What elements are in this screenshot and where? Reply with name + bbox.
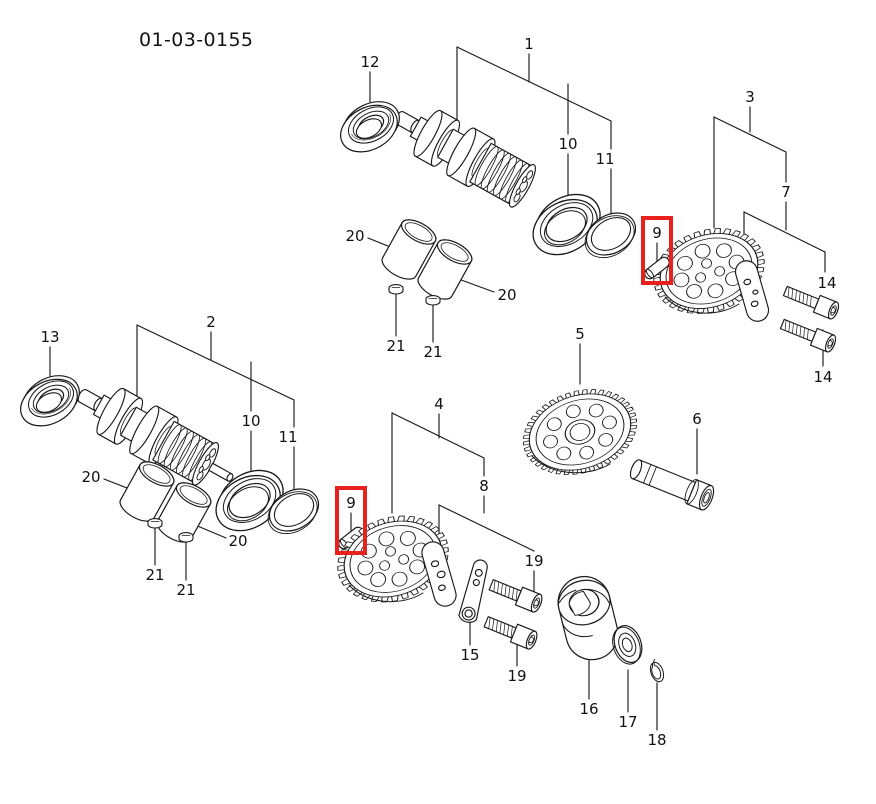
part-oil-pump-rotor-16 [557,576,619,661]
part-shim-21-upper-b [425,295,441,306]
part-bolt-19-a [488,579,543,613]
part-shim-21-lower-b [178,532,194,543]
part-plate-7 [734,260,770,322]
callout-label-16: 16 [579,700,599,718]
callout-label-1: 1 [524,35,534,53]
part-shaft-6 [629,459,715,511]
callout-label-10b: 10 [241,412,261,430]
part-washer-17 [612,625,643,665]
callout-label-11b: 11 [278,428,298,446]
callout-label-21a: 21 [386,337,406,355]
callout-label-3: 3 [745,88,755,106]
callout-label-14b: 14 [813,368,833,386]
part-rocker-15 [458,559,488,623]
part-gear-3 [653,228,765,314]
callout-label-8: 8 [479,477,489,495]
callout-label-21c: 21 [145,566,165,584]
callout-label-6: 6 [692,410,702,428]
callout-label-9b: 9 [346,494,356,512]
callout-label-20d: 20 [228,532,248,550]
callout-label-20b: 20 [497,286,517,304]
callout-label-10a: 10 [558,135,578,153]
callout-label-11a: 11 [595,150,615,168]
part-bolt-19-b [483,616,538,650]
callout-label-7: 7 [781,183,791,201]
callout-label-5: 5 [575,325,585,343]
page-title: 01-03-0155 [139,29,254,51]
callout-label-18: 18 [647,731,667,749]
callout-label-20a: 20 [345,227,365,245]
part-ball-bearing-12 [331,91,408,162]
highlight-box-dowel-pin-upper[interactable] [641,216,673,285]
part-circlip-18 [649,659,665,683]
part-bolt-14-a [782,285,840,320]
part-ball-bearing-13 [11,365,88,436]
bracket-group-3 [713,106,826,367]
callout-label-14a: 14 [817,274,837,292]
callout-label-17: 17 [618,713,638,731]
part-camshaft-upper [394,109,536,208]
bracket-group-1 [456,46,612,219]
callout-label-9a: 9 [652,224,662,242]
part-plate-8 [421,541,457,607]
part-shim-21-lower-a [147,518,163,529]
callout-label-15: 15 [460,646,480,664]
callout-label-13: 13 [40,328,60,346]
callout-label-19a: 19 [524,552,544,570]
part-gear-4 [337,515,449,603]
callout-label-20c: 20 [81,468,101,486]
callout-label-12: 12 [360,53,380,71]
part-bolt-14-b [779,318,837,353]
part-sprocket-5 [522,388,638,476]
callout-label-19b: 19 [507,667,527,685]
highlight-box-dowel-pin-lower[interactable] [335,486,367,555]
callout-label-4: 4 [434,395,444,413]
callout-label-21b: 21 [423,343,443,361]
part-shim-21-upper-a [388,284,404,295]
callout-label-21d: 21 [176,581,196,599]
bracket-group-2 [136,324,295,494]
callout-label-2: 2 [206,313,216,331]
